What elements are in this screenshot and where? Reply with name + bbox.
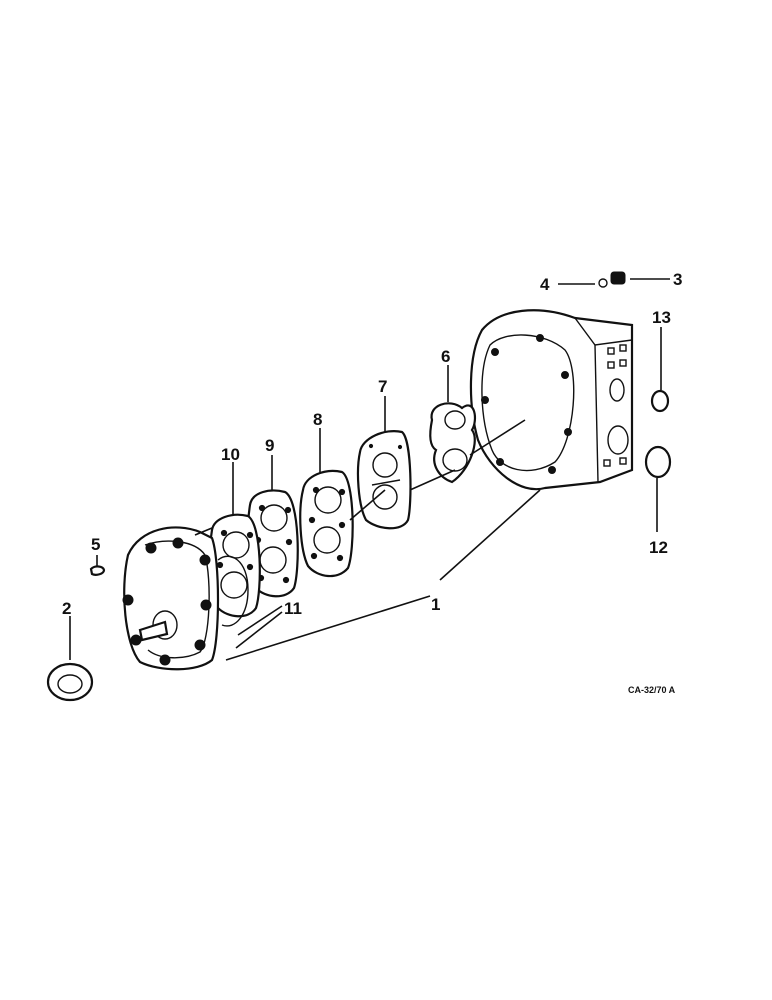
callout-9: 9	[265, 436, 274, 455]
callout-3: 3	[673, 270, 682, 289]
part-2-seal-washer	[46, 662, 94, 702]
part-3-plug	[610, 271, 626, 285]
callout-11: 11	[284, 599, 302, 618]
part-13-o-ring	[650, 389, 670, 413]
part-4-ball	[598, 278, 608, 288]
part-7-plate	[356, 430, 412, 530]
callout-5: 5	[91, 535, 100, 554]
part-6-seal-plate	[429, 402, 477, 484]
callouts: 1 2 3 4 5 6 7 8 9 10 11 12 13 CA-32/70 A	[62, 270, 682, 695]
callout-8: 8	[313, 410, 322, 429]
leader-lines	[69, 278, 670, 661]
callout-1: 1	[431, 595, 440, 614]
callout-2: 2	[62, 599, 71, 618]
pump-housing	[469, 309, 634, 491]
callout-10: 10	[221, 445, 240, 464]
part-8-gear-plate	[299, 469, 354, 578]
callout-12: 12	[649, 538, 668, 557]
part-5-key	[89, 565, 106, 576]
alignment-lines	[349, 419, 526, 521]
callout-7: 7	[378, 377, 387, 396]
part-12-o-ring	[644, 445, 672, 479]
callout-6: 6	[441, 347, 450, 366]
callout-4: 4	[540, 275, 550, 294]
part-11-o-ring	[217, 555, 249, 627]
drawing-code: CA-32/70 A	[628, 685, 676, 695]
front-cover	[122, 526, 220, 671]
callout-13: 13	[652, 308, 671, 327]
